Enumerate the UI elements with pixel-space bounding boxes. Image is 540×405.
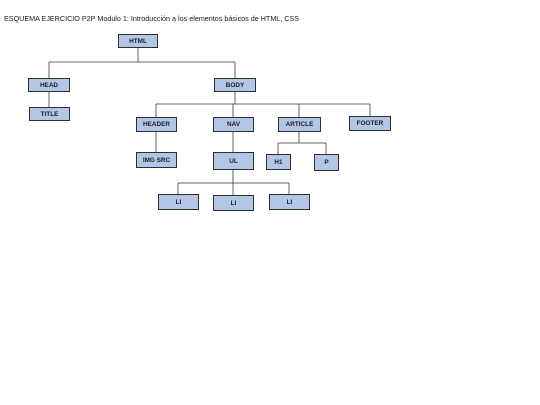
node-body: BODY xyxy=(214,78,256,92)
node-li-1: LI xyxy=(158,194,199,210)
node-nav: NAV xyxy=(213,117,254,132)
node-li-3: LI xyxy=(269,194,310,210)
node-footer: FOOTER xyxy=(349,116,391,131)
diagram-title: ESQUEMA EJERCICIO P2P Modulo 1: Introduc… xyxy=(4,14,300,23)
node-img-src: IMG SRC xyxy=(136,152,177,168)
node-header: HEADER xyxy=(136,117,177,132)
node-p: P xyxy=(314,154,339,171)
node-head: HEAD xyxy=(28,78,70,92)
node-li-2: LI xyxy=(213,195,254,211)
node-title: TITLE xyxy=(29,107,70,121)
node-ul: UL xyxy=(213,152,254,170)
node-html: HTML xyxy=(118,34,158,48)
node-h1: H1 xyxy=(266,154,291,170)
node-article: ARTICLE xyxy=(278,117,321,132)
